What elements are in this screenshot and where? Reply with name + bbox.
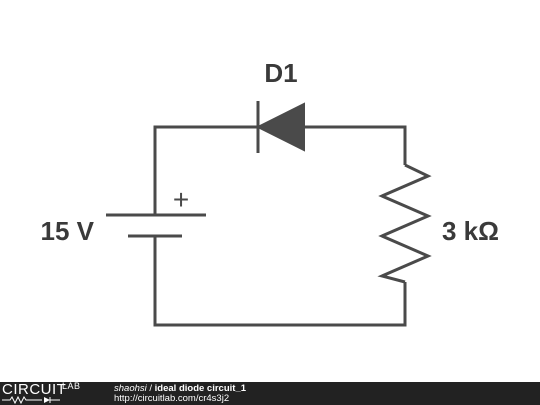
circuit-url[interactable]: http://circuitlab.com/cr4s3j2	[114, 393, 230, 404]
author-link[interactable]: shaohsi	[114, 383, 147, 394]
logo-word: CIRCUIT	[2, 381, 67, 398]
circuitlab-logo[interactable]: CIRCUIT LAB	[2, 381, 102, 405]
resistor-label: 3 kΩ	[442, 216, 499, 246]
meta-separator: /	[146, 383, 155, 394]
wire-left-lower	[153, 236, 407, 327]
wire-top-right	[304, 125, 407, 165]
circuit-title[interactable]: ideal diode circuit_1	[154, 383, 247, 394]
diode-triangle	[255, 102, 305, 152]
source-label: 15 V	[41, 216, 95, 246]
logo-circuit-icon	[2, 395, 60, 405]
battery-plus-sign: +	[173, 184, 189, 215]
wire-left-upper	[153, 125, 206, 215]
meta-line-1: shaohsi / ideal diode circuit_1	[114, 384, 246, 394]
circuit-meta: shaohsi / ideal diode circuit_1 http://c…	[114, 384, 246, 404]
footer-bar: CIRCUIT LAB shaohsi / ideal diode circui…	[0, 381, 540, 405]
resistor-zigzag	[377, 163, 432, 284]
diode-label: D1	[264, 58, 297, 88]
logo-sub-text: LAB	[62, 381, 81, 391]
